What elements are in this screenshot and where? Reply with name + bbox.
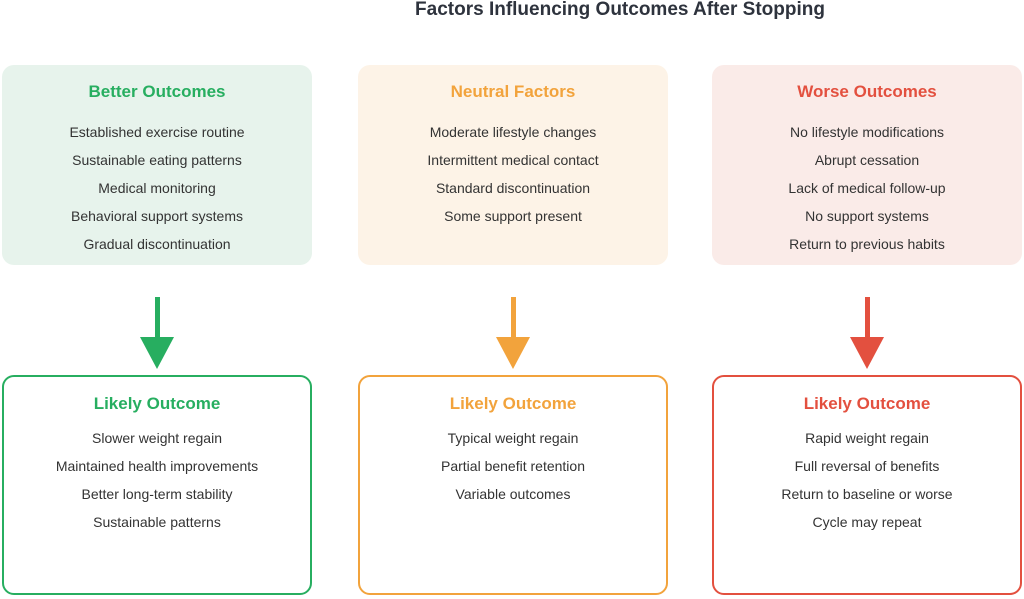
down-arrow-icon xyxy=(850,297,884,371)
factors-box-worse: Worse Outcomes No lifestyle modification… xyxy=(712,65,1022,265)
arrow-shaft xyxy=(154,297,160,337)
down-arrow-icon xyxy=(140,297,174,371)
factors-box-worse-title: Worse Outcomes xyxy=(797,82,937,101)
arrow-head xyxy=(140,337,174,369)
factors-box-better: Better Outcomes Established exercise rou… xyxy=(2,65,312,265)
factor-item: Intermittent medical contact xyxy=(427,152,599,168)
arrow-shaft xyxy=(864,297,870,337)
factors-box-neutral-title: Neutral Factors xyxy=(450,82,576,101)
factor-item: Established exercise routine xyxy=(69,124,245,140)
factor-item: Standard discontinuation xyxy=(435,180,591,196)
outcome-box-neutral-title: Likely Outcome xyxy=(449,394,577,413)
factors-box-neutral: Neutral Factors Moderate lifestyle chang… xyxy=(358,65,668,265)
outcome-item: Slower weight regain xyxy=(92,430,222,446)
outcome-box-better: Likely Outcome Slower weight regain Main… xyxy=(2,375,312,595)
outcome-item: Maintained health improvements xyxy=(55,458,259,474)
outcome-box-worse-title: Likely Outcome xyxy=(803,394,931,413)
factor-item: Abrupt cessation xyxy=(814,152,920,168)
factor-item: Gradual discontinuation xyxy=(83,236,231,252)
factor-item: Moderate lifestyle changes xyxy=(429,124,597,140)
outcome-item: Full reversal of benefits xyxy=(794,458,940,474)
outcome-item: Cycle may repeat xyxy=(812,514,922,530)
outcome-item: Typical weight regain xyxy=(447,430,579,446)
outcome-item: Sustainable patterns xyxy=(93,514,221,530)
factors-box-better-title: Better Outcomes xyxy=(88,82,226,101)
outcome-item: Rapid weight regain xyxy=(805,430,929,446)
down-arrow-icon xyxy=(496,297,530,371)
factor-item: No lifestyle modifications xyxy=(789,124,945,140)
diagram-title: Factors Influencing Outcomes After Stopp… xyxy=(415,0,825,20)
factor-item: Some support present xyxy=(444,208,582,224)
outcome-item: Better long-term stability xyxy=(81,486,233,502)
factor-item: Behavioral support systems xyxy=(71,208,243,224)
outcome-item: Partial benefit retention xyxy=(441,458,585,474)
arrow-head xyxy=(850,337,884,369)
factor-item: No support systems xyxy=(805,208,929,224)
factor-item: Sustainable eating patterns xyxy=(72,152,242,168)
arrow-shaft xyxy=(510,297,516,337)
outcome-item: Return to baseline or worse xyxy=(781,486,953,502)
arrow-head xyxy=(496,337,530,369)
outcome-box-neutral: Likely Outcome Typical weight regain Par… xyxy=(358,375,668,595)
factor-item: Lack of medical follow-up xyxy=(788,180,946,196)
factor-item: Medical monitoring xyxy=(98,180,216,196)
factor-item: Return to previous habits xyxy=(789,236,945,252)
outcome-box-worse: Likely Outcome Rapid weight regain Full … xyxy=(712,375,1022,595)
outcome-item: Variable outcomes xyxy=(455,486,571,502)
outcome-box-better-title: Likely Outcome xyxy=(93,394,221,413)
